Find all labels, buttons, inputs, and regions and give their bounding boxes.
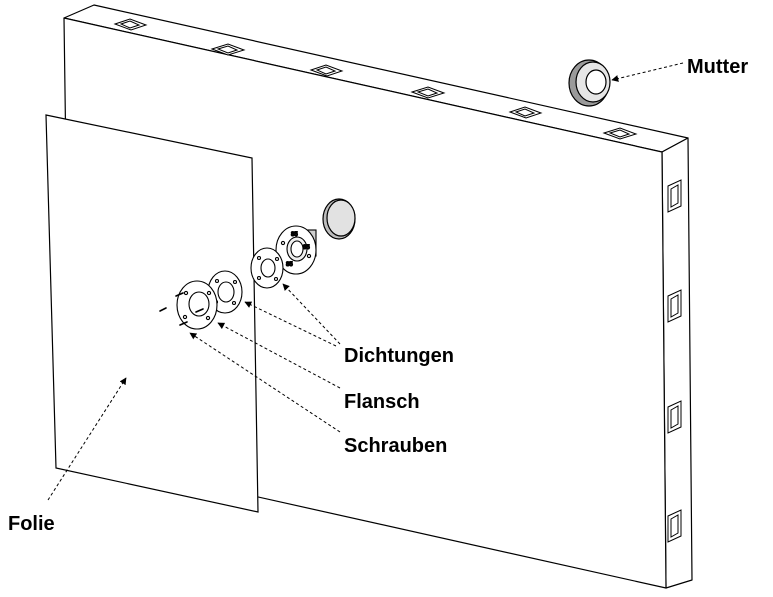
- schrauben-screws: [159, 292, 204, 326]
- top-slots: [113, 18, 638, 140]
- side-slot: [667, 400, 682, 434]
- top-slot: [113, 18, 148, 31]
- labels: Mutter Dichtungen Flansch Schrauben Foli…: [8, 56, 748, 535]
- svg-text:85: 85: [286, 262, 293, 268]
- threaded-flange-rear: 85 85 85: [275, 225, 317, 275]
- side-slot: [667, 179, 682, 213]
- label-mutter: Mutter: [687, 56, 748, 78]
- label-flansch: Flansch: [344, 391, 420, 413]
- leader-dichtungen-1: [282, 283, 341, 345]
- label-schrauben: Schrauben: [344, 435, 447, 457]
- leader-schrauben: [189, 332, 341, 433]
- leader-folie: [47, 377, 127, 501]
- leader-dichtungen-2: [244, 301, 337, 347]
- label-folie: Folie: [8, 513, 55, 535]
- label-dichtungen: Dichtungen: [344, 345, 454, 367]
- top-slot: [508, 106, 543, 119]
- side-slot: [667, 509, 682, 543]
- top-slot: [602, 127, 638, 140]
- folie-sheet: [45, 114, 259, 513]
- top-slot: [309, 64, 344, 77]
- dichtung-rear: [250, 247, 284, 289]
- leader-flansch: [217, 322, 341, 389]
- mutter-nut: [568, 59, 611, 107]
- leader-mutter: [611, 62, 684, 82]
- side-slots: [667, 179, 682, 543]
- side-slot: [667, 289, 682, 323]
- leader-lines: [47, 62, 684, 501]
- top-slot: [410, 86, 446, 99]
- top-slot: [210, 43, 246, 56]
- flansch-flange: [176, 280, 218, 330]
- svg-text:85: 85: [291, 232, 298, 238]
- svg-text:85: 85: [303, 245, 310, 251]
- cap-disc: [322, 198, 356, 240]
